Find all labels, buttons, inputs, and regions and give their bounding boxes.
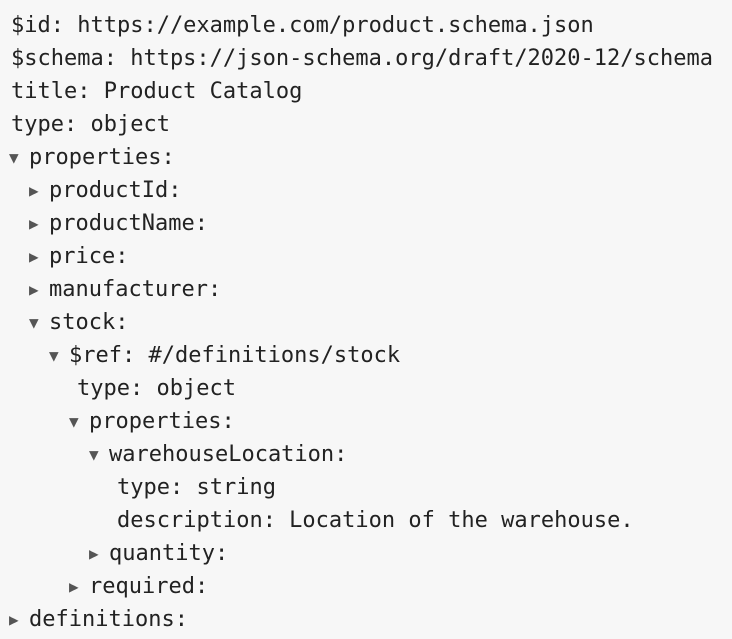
tree-row-definitions[interactable]: ▶ definitions:	[9, 603, 188, 636]
tree-row-type: type: object	[11, 108, 170, 141]
tree-row-label: productName:	[49, 211, 208, 236]
caret-down-icon[interactable]: ▼	[9, 148, 19, 167]
caret-right-icon[interactable]: ▶	[29, 181, 39, 200]
caret-right-icon[interactable]: ▶	[29, 214, 39, 233]
tree-row-label: price:	[49, 244, 129, 269]
tree-row-schema: $schema: https://json-schema.org/draft/2…	[11, 42, 713, 75]
tree-row-label: title: Product Catalog	[11, 79, 303, 104]
tree-row-id: $id: https://example.com/product.schema.…	[11, 9, 594, 42]
tree-row-label: definitions:	[29, 607, 188, 632]
tree-row-label: $id: https://example.com/product.schema.…	[11, 13, 594, 38]
tree-row-ref[interactable]: ▼ $ref: #/definitions/stock	[49, 339, 400, 372]
tree-row-title: title: Product Catalog	[11, 75, 302, 108]
tree-row-label: manufacturer:	[49, 277, 222, 302]
tree-row-productId[interactable]: ▶ productId:	[29, 174, 181, 207]
tree-row-label: type: string	[117, 475, 276, 500]
tree-row-required[interactable]: ▶ required:	[69, 570, 208, 603]
tree-row-wl-description: description: Location of the warehouse.	[117, 504, 634, 537]
tree-row-stock-properties[interactable]: ▼ properties:	[69, 405, 235, 438]
tree-row-label: $schema: https://json-schema.org/draft/2…	[11, 46, 713, 71]
tree-row-price[interactable]: ▶ price:	[29, 240, 128, 273]
caret-right-icon[interactable]: ▶	[89, 544, 99, 563]
tree-row-stock[interactable]: ▼ stock:	[29, 306, 128, 339]
caret-down-icon[interactable]: ▼	[29, 313, 39, 332]
caret-right-icon[interactable]: ▶	[69, 577, 79, 596]
tree-row-quantity[interactable]: ▶ quantity:	[89, 537, 228, 570]
tree-row-label: type: object	[77, 376, 236, 401]
tree-row-label: type: object	[11, 112, 170, 137]
tree-row-label: required:	[89, 574, 209, 599]
tree-row-label: $ref: #/definitions/stock	[69, 343, 401, 368]
caret-down-icon[interactable]: ▼	[69, 412, 79, 431]
caret-right-icon[interactable]: ▶	[9, 610, 19, 629]
tree-row-label: stock:	[49, 310, 129, 335]
tree-row-properties[interactable]: ▼ properties:	[9, 141, 175, 174]
caret-down-icon[interactable]: ▼	[89, 445, 99, 464]
tree-row-label: properties:	[89, 409, 235, 434]
caret-right-icon[interactable]: ▶	[29, 247, 39, 266]
tree-row-label: warehouseLocation:	[109, 442, 348, 467]
tree-row-label: quantity:	[109, 541, 229, 566]
tree-row-label: properties:	[29, 145, 175, 170]
caret-right-icon[interactable]: ▶	[29, 280, 39, 299]
caret-down-icon[interactable]: ▼	[49, 346, 59, 365]
tree-row-label: productId:	[49, 178, 182, 203]
tree-row-warehouseLocation[interactable]: ▼ warehouseLocation:	[89, 438, 347, 471]
tree-row-manufacturer[interactable]: ▶ manufacturer:	[29, 273, 221, 306]
tree-row-stock-type: type: object	[77, 372, 236, 405]
tree-row-wl-type: type: string	[117, 471, 276, 504]
tree-row-productName[interactable]: ▶ productName:	[29, 207, 208, 240]
tree-row-label: description: Location of the warehouse.	[117, 508, 634, 533]
